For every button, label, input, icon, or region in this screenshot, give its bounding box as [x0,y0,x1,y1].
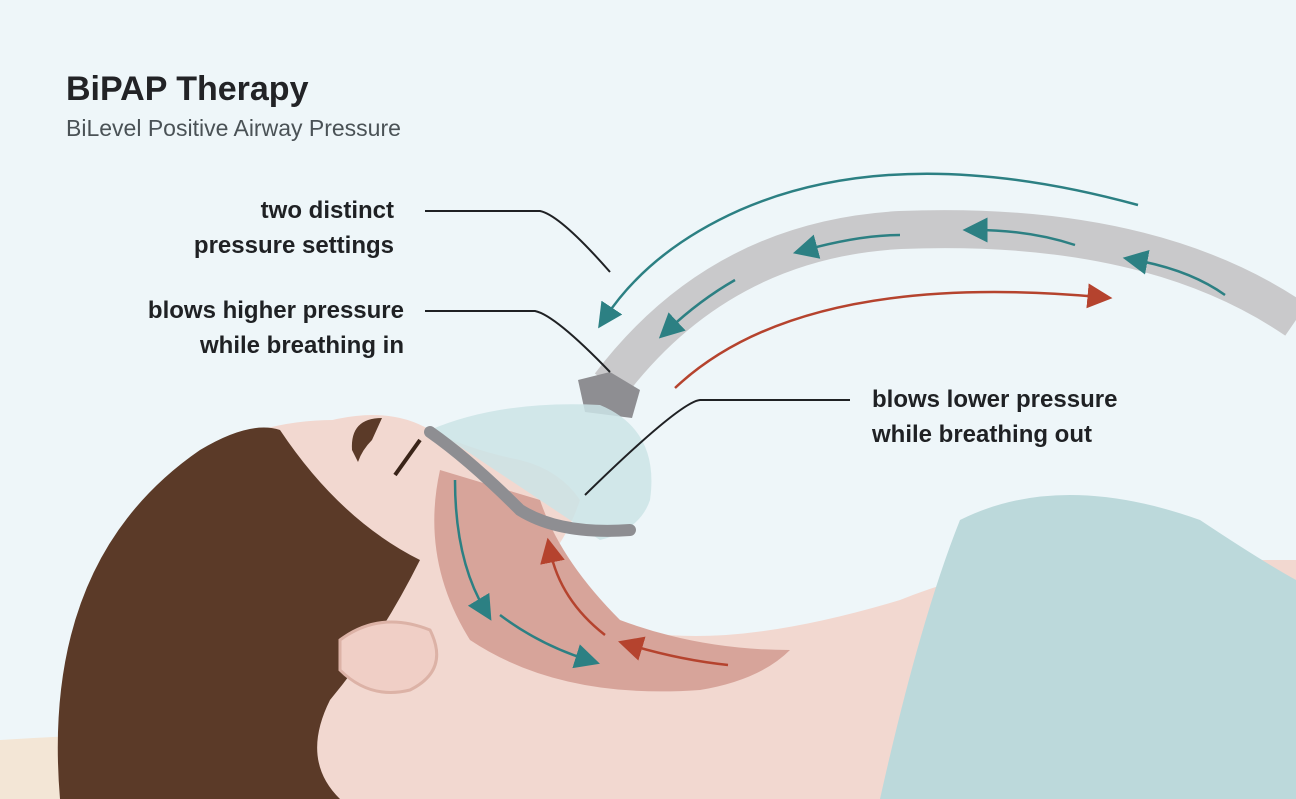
inhale-arrow-outer [598,172,1139,329]
callout-higher-pressure: blows higher pressure while breathing in [148,293,404,363]
callout-line: while breathing out [872,421,1092,448]
leader-line-settings [425,210,611,273]
patient-hair [57,427,421,799]
airway [434,470,790,692]
inhale-arrow-tube-3 [792,233,901,259]
page-title: BiPAP Therapy [66,70,309,108]
callout-lower-pressure: blows lower pressure while breathing out [872,382,1117,452]
inhale-arrow-tube-4 [658,278,736,339]
eyebrow [351,418,382,462]
leader-line-higher [425,310,611,373]
inhale-arrow-tube-1 [1122,249,1226,297]
mask-seal [424,426,636,537]
leader-line-lower [584,399,850,496]
callout-line: pressure settings [193,232,394,259]
patient-ear [338,620,439,694]
eyelash [393,438,422,477]
callout-line: blows lower pressure [872,386,1118,413]
callout-line: two distinct [260,197,394,224]
inhale-arrow-tube-2 [962,217,1076,247]
air-tube [594,210,1296,397]
inhale-arrow-airway-2 [499,613,600,669]
inhale-arrow-airway-1 [453,479,492,621]
mask [430,404,652,540]
exhale-arrow-airway-2 [540,537,606,636]
callout-two-pressure-settings: two distinct pressure settings [194,193,394,263]
blanket [880,495,1296,799]
page-subtitle: BiLevel Positive Airway Pressure [66,115,401,141]
exhale-arrow-airway-1 [618,636,729,667]
exhale-arrow-outer [674,283,1113,389]
callout-line: blows higher pressure [147,297,404,324]
callout-line: while breathing in [199,332,404,359]
